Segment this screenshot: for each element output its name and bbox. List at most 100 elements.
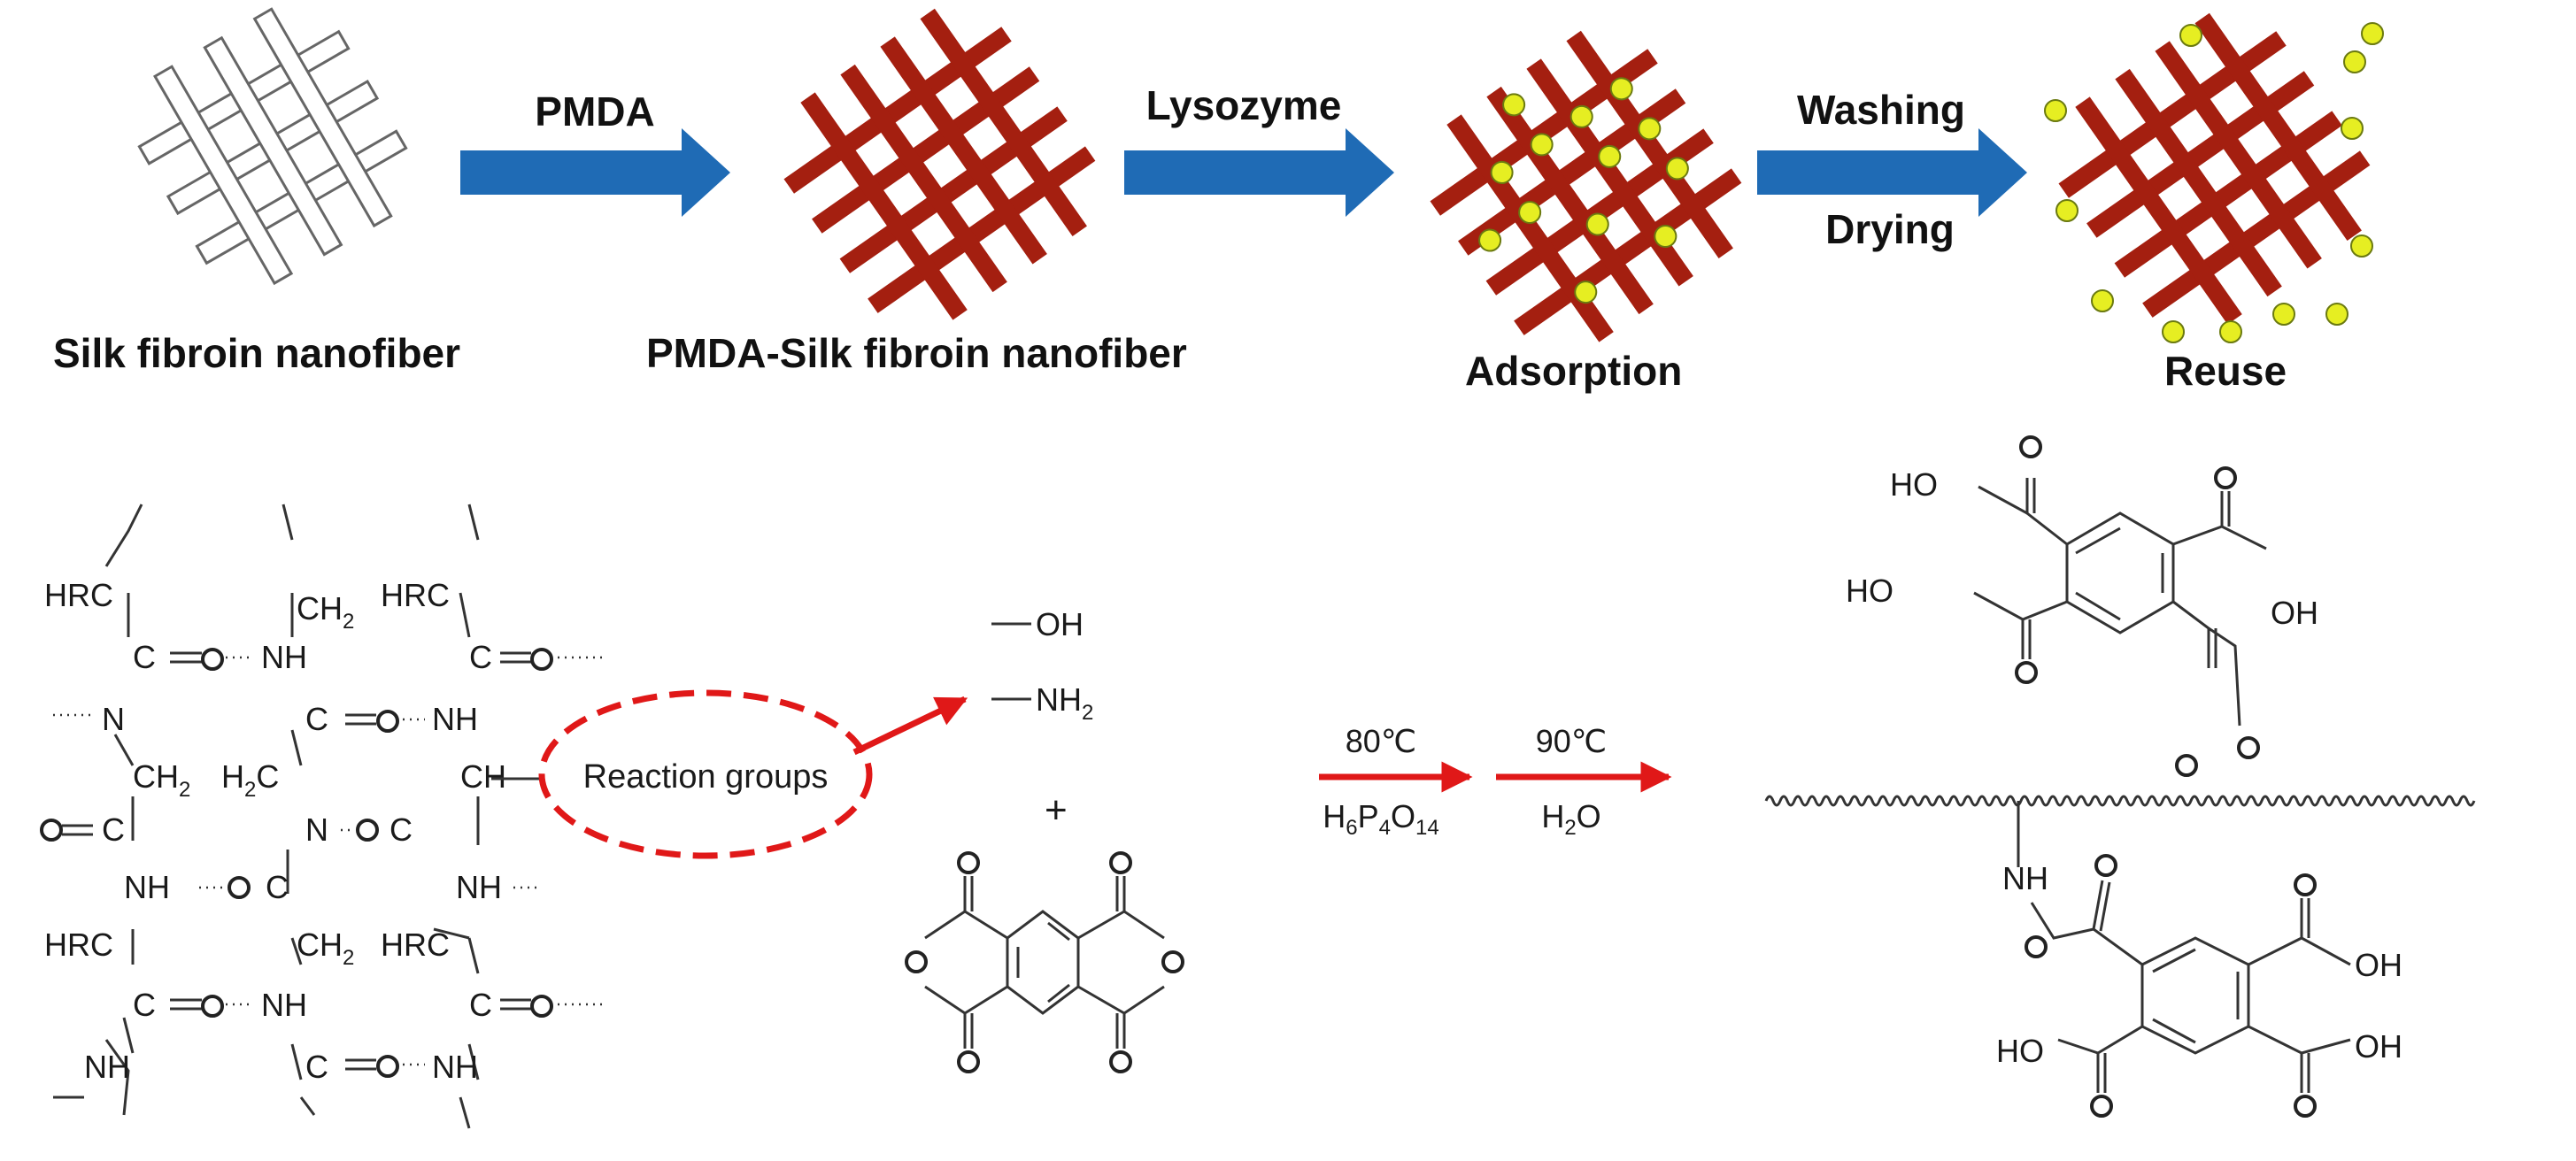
atom-o-9 [376,1055,399,1078]
product-oh-2: OH [2355,947,2402,983]
stage-label-reuse: Reuse [2164,348,2287,394]
lysozyme-dot [1638,117,1662,141]
silk-fiber-vertical [252,7,393,228]
atom-c-4: C [102,811,125,848]
silk-fiber-vertical [152,65,294,286]
product-o-8 [2294,873,2317,896]
released-lysozyme-dots [2044,22,2384,343]
product-o-7 [2094,854,2117,877]
reaction-arrow-step1: 80℃ H6P4O14 [1319,723,1473,840]
silk-fibroin-mesh-icon [137,7,408,286]
product-ho-3: HO [1996,1033,2044,1069]
atom-n-2: N [305,811,328,848]
lysozyme-dot [1609,77,1633,101]
pmda-oxygen-1 [957,851,980,874]
stage-label-silk: Silk fibroin nanofiber [53,330,460,376]
arrow-label-drying: Drying [1825,206,1955,252]
atom-hrc-1: HRC [44,577,113,613]
product-o-5 [2237,736,2260,759]
atom-nh-1: NH [261,639,307,675]
released-lysozyme-dot [2179,24,2202,47]
pmda-fiber-vertical [800,92,968,320]
pmda-fiber-vertical [1526,58,1693,287]
atom-c-6: C [266,869,289,905]
atom-hrc-4: HRC [381,926,450,963]
atom-ch2-1: CH2 [297,590,354,634]
pmda-oxygen-5 [957,1050,980,1073]
lysozyme-dot [1654,225,1677,249]
atom-o-7 [201,995,224,1018]
released-lysozyme-dot [2091,289,2114,312]
released-lysozyme-dot [2350,235,2373,258]
atom-hrc-2: HRC [381,577,450,613]
atom-o-8 [530,995,553,1018]
atom-nh-2: NH [432,701,478,737]
process-arrow-pmda: PMDA [460,88,730,217]
step1-temperature: 80℃ [1346,723,1416,759]
product-oh-3: OH [2355,1028,2402,1065]
atom-c-5: C [389,811,413,848]
atom-nh-7: NH [432,1049,478,1085]
product-ho-1: HO [1890,466,1938,503]
process-arrow-washing: Washing Drying [1757,87,2027,252]
atom-ch2-3: CH2 [297,926,354,970]
pmda-fiber-vertical [2155,41,2322,269]
silk-protein-structure: HRC CH2 HRC C NH C N C NH CH2 H2C CH C N… [40,504,602,1129]
amino-group-label: NH2 [1036,681,1093,725]
pmda-oxygen-6 [1109,1050,1132,1073]
lysozyme-dot [1530,133,1554,157]
product-o-3 [2214,466,2237,489]
pmda-silk-mesh-icon [783,8,1096,320]
lysozyme-dot [1478,228,1502,252]
atom-c-7: C [133,987,156,1023]
atom-o-6 [228,876,251,899]
atom-c-2: C [469,639,492,675]
product-o-2 [2015,661,2038,684]
reaction-groups-label: Reaction groups [583,758,829,796]
atom-o-4 [40,819,63,842]
plus-sign: + [1045,788,1068,832]
pmda-fiber-vertical [1566,30,1733,258]
released-lysozyme-dot [2272,303,2295,326]
product-structure: HO HO OH NH OH HO OH [1764,435,2476,1118]
arrow-label-lysozyme: Lysozyme [1146,82,1342,128]
pmda-fiber-vertical [1486,86,1654,315]
released-lysozyme-dot [2325,303,2348,326]
reaction-groups-callout: Reaction groups [491,689,968,859]
atom-ch-1: CH [460,758,506,795]
pmda-oxygen-3 [905,950,928,973]
pmda-fiber-vertical [920,8,1087,236]
stage-label-adsorption: Adsorption [1465,348,1682,394]
lysozyme-dot [1502,93,1526,117]
released-lysozyme-dot [2044,99,2067,122]
silk-fiber-vertical [203,35,343,257]
stage-label-pmda-silk: PMDA-Silk fibroin nanofiber [646,330,1187,376]
pmda-fiber-vertical [2075,96,2242,325]
atom-nh-6: NH [84,1049,130,1085]
atom-hrc-3: HRC [44,926,113,963]
pmda-molecule [924,876,1165,1049]
atom-ch2-2: CH2 [133,758,190,802]
released-lysozyme-dot [2162,320,2185,343]
atom-nh-5: NH [261,987,307,1023]
atom-o-3 [376,710,399,733]
product-oh-1: OH [2271,595,2318,631]
lysozyme-dot [1574,281,1598,304]
atom-c-3: C [305,701,328,737]
atom-c-8: C [469,987,492,1023]
pmda-fiber-vertical [1446,114,1614,342]
arrow-label-washing: Washing [1797,87,1965,133]
lysozyme-dot [1665,157,1689,181]
product-ho-2: HO [1846,573,1893,609]
functional-groups: OH NH2 + [991,606,1093,832]
atom-n-1: N [102,701,125,737]
released-lysozyme-dot [2343,50,2366,73]
released-lysozyme-dot [2219,320,2242,343]
atom-nh-3: NH [124,869,170,905]
pmda-fiber-vertical [880,36,1047,265]
pmda-fiber-vertical [2115,68,2282,297]
reuse-mesh-icon [2058,12,2371,325]
product-o-10 [2294,1095,2317,1118]
released-lysozyme-dot [2361,22,2384,45]
product-o-6 [2025,935,2048,958]
